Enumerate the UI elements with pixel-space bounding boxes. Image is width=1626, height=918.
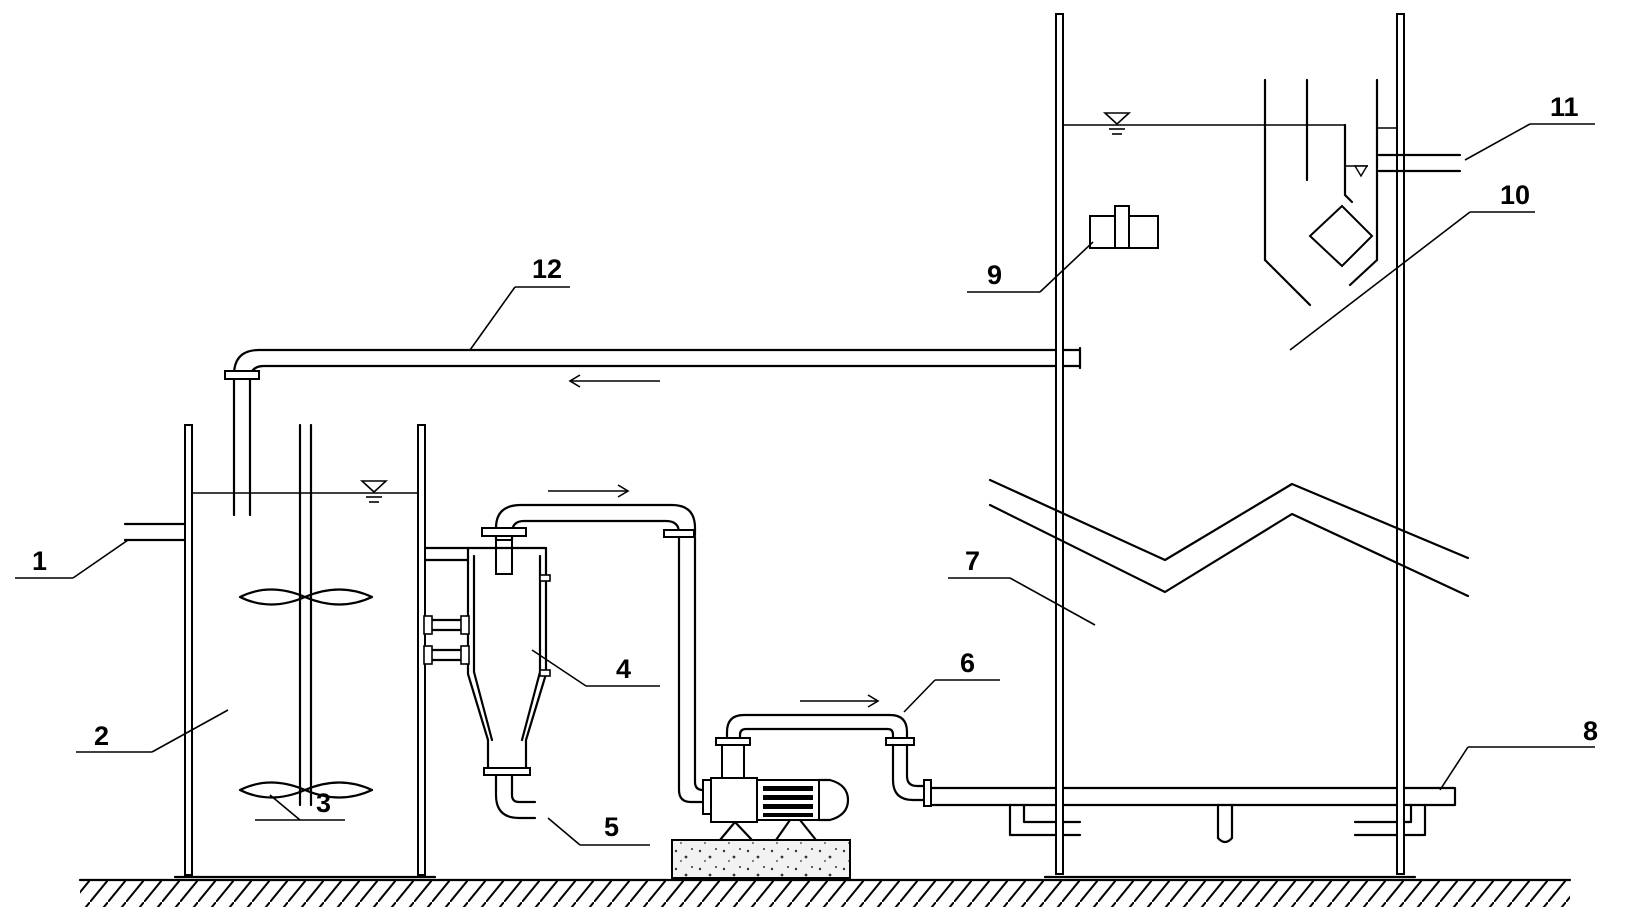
reactor-water-level-symbol [1102,112,1132,135]
motor [756,778,850,842]
label-10: 10 [1500,180,1530,210]
label-2: 2 [94,721,109,751]
flow-arrow-left [568,374,660,388]
mixing-tank [123,424,437,879]
label-6: 6 [960,648,975,678]
label-12: 12 [532,254,562,284]
pump [671,737,851,879]
water-level-symbol [359,480,389,503]
separator [1263,78,1379,307]
flow-arrow-right-bottom [800,694,880,708]
hydrocyclone [423,484,697,820]
probe [1089,205,1159,249]
reactor-column [988,13,1470,879]
leader-lines [15,123,1595,846]
number-labels: 1 2 3 4 5 6 7 8 9 10 11 12 [32,92,1598,842]
flow-arrow-right-top [548,484,630,498]
label-11: 11 [1550,92,1579,122]
effluent-level-symbol [1345,165,1369,178]
label-8: 8 [1583,716,1598,746]
label-5: 5 [604,812,619,842]
label-3: 3 [316,788,331,818]
label-9: 9 [987,260,1002,290]
label-1: 1 [32,546,47,576]
label-4: 4 [616,654,631,684]
return-pipe [224,346,1082,517]
ground [78,878,1572,907]
discharge-pipe [725,694,932,807]
pump-suction-pipe [663,529,712,815]
agitator [238,423,374,807]
label-7: 7 [965,546,980,576]
distribution-pipe [929,786,1457,844]
